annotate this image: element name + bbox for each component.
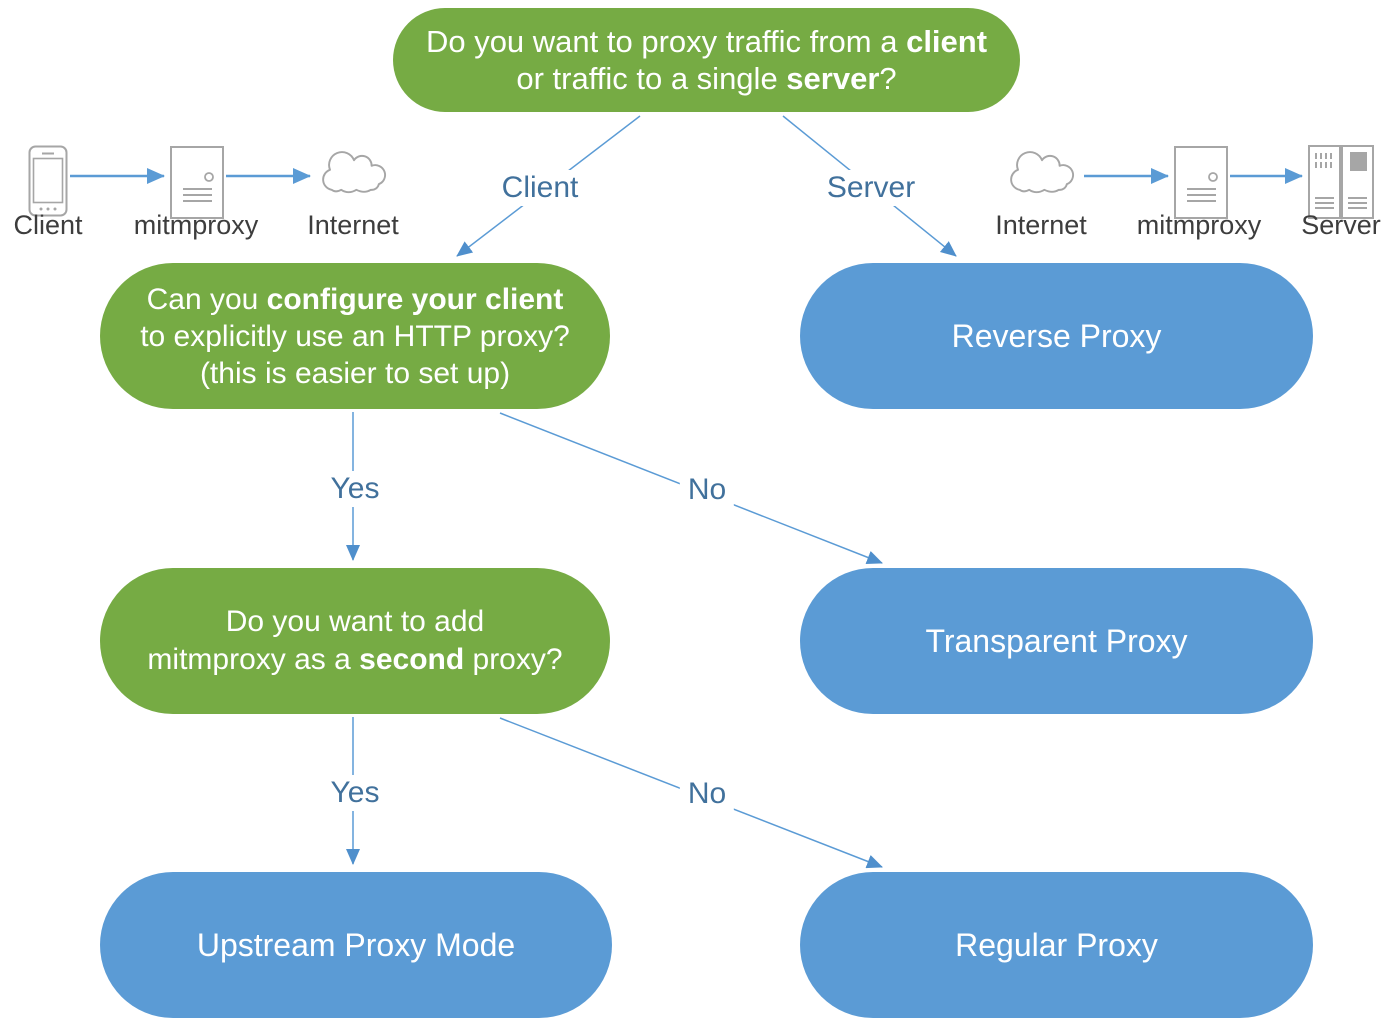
caption-mitmproxy-right: mitmproxy xyxy=(1136,210,1262,240)
caption-client: Client xyxy=(13,210,83,240)
caption-internet-left: Internet xyxy=(307,210,399,240)
edge-label-server: Server xyxy=(818,170,924,206)
node-second-proxy-question: Do you want to add mitmproxy as a second… xyxy=(100,568,610,714)
client-question-line1: Can you configure your client xyxy=(146,282,564,316)
smartphone-icon xyxy=(28,145,68,217)
edge-label-no-2: No xyxy=(679,776,735,812)
client-question-line2: to explicitly use an HTTP proxy? xyxy=(140,319,570,353)
upstream-proxy-mode-label: Upstream Proxy Mode xyxy=(196,926,516,963)
edge-label-client: Client xyxy=(493,170,587,206)
node-transparent-proxy: Transparent Proxy xyxy=(800,568,1313,714)
edge-label-no-1: No xyxy=(679,472,735,508)
node-reverse-proxy: Reverse Proxy xyxy=(800,263,1313,409)
client-question-line3: (this is easier to set up) xyxy=(199,356,511,390)
cloud-icon xyxy=(322,151,386,194)
node-root-question: Do you want to proxy traffic from a clie… xyxy=(393,8,1020,112)
second-proxy-question-line2: mitmproxy as a second proxy? xyxy=(147,643,563,676)
server-icon xyxy=(1174,146,1228,219)
edge-label-yes-2: Yes xyxy=(322,775,388,811)
edge-label-yes-1: Yes xyxy=(322,471,388,507)
root-question-line2: or traffic to a single server? xyxy=(516,61,897,96)
node-client-question: Can you configure your client to explici… xyxy=(100,263,610,409)
second-proxy-question-line1: Do you want to add xyxy=(225,605,485,638)
caption-internet-right: Internet xyxy=(995,210,1087,240)
node-regular-proxy: Regular Proxy xyxy=(800,872,1313,1018)
server-rack-icon xyxy=(1308,145,1374,219)
cloud-icon xyxy=(1010,151,1074,194)
caption-mitmproxy-left: mitmproxy xyxy=(133,210,259,240)
server-icon xyxy=(170,146,224,219)
caption-server: Server xyxy=(1301,210,1381,240)
node-upstream-proxy-mode: Upstream Proxy Mode xyxy=(100,872,612,1018)
reverse-proxy-label: Reverse Proxy xyxy=(951,317,1162,354)
transparent-proxy-label: Transparent Proxy xyxy=(925,622,1188,659)
root-question-line1: Do you want to proxy traffic from a clie… xyxy=(425,24,988,59)
regular-proxy-label: Regular Proxy xyxy=(955,926,1158,963)
